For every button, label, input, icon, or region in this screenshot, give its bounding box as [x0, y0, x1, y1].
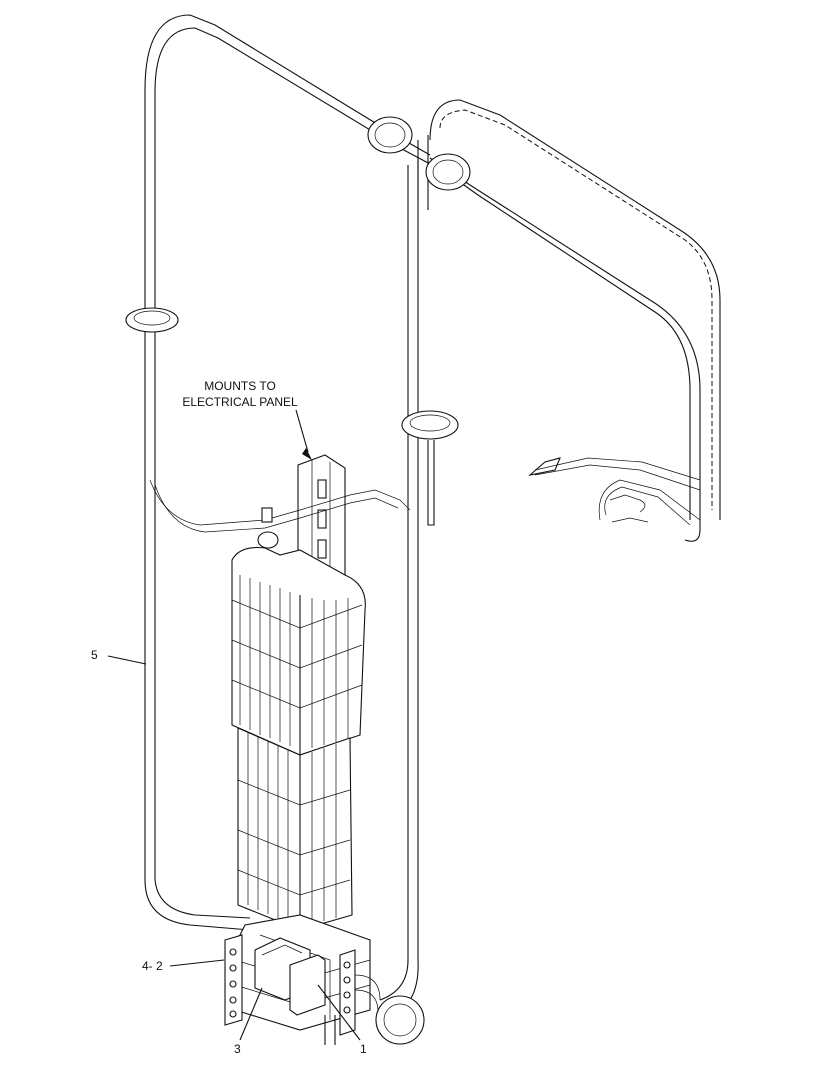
- mount-note-line2: ELECTRICAL PANEL: [182, 395, 298, 409]
- clamp-center-tube: [401, 410, 459, 440]
- callout-item-3: 3: [234, 1042, 241, 1056]
- wire-leads-right: [528, 457, 701, 526]
- center-vertical-tube: [379, 160, 419, 1016]
- terminal-left-item-4-2: [224, 934, 243, 1026]
- right-loop-tube: [417, 99, 721, 542]
- clamp-top-left: [367, 116, 413, 154]
- callout-item-1: 1: [360, 1042, 367, 1056]
- leader-mounts-note: [295, 409, 309, 453]
- leader-item-5: [107, 655, 147, 665]
- wire-to-block-2: [154, 484, 399, 533]
- wire-tie: [261, 507, 273, 523]
- center-drop-tube: [427, 440, 435, 526]
- leader-item-3: [239, 987, 263, 1041]
- leader-item-1: [317, 984, 361, 1041]
- callout-item-4-2: 4- 2: [142, 959, 163, 973]
- wire-grommet: [257, 531, 279, 549]
- clamp-left-tube: [125, 307, 179, 333]
- callout-item-5: 5: [91, 648, 98, 662]
- terminal-block-upper: [231, 546, 366, 756]
- terminal-block-lower: [237, 727, 353, 931]
- terminal-right-item-1: [289, 949, 356, 1036]
- wire-bottom-1: [354, 974, 381, 1001]
- bottom-grommet: [375, 995, 425, 1045]
- mount-note-line1: MOUNTS TO: [204, 379, 276, 393]
- clamp-top-right: [425, 153, 471, 191]
- leader-mounts-arrow: [302, 448, 312, 460]
- left-harness-tube: [144, 14, 433, 931]
- wire-to-block: [149, 479, 411, 526]
- leader-item-4-2: [169, 959, 225, 967]
- wire-bottom-2: [354, 989, 379, 1013]
